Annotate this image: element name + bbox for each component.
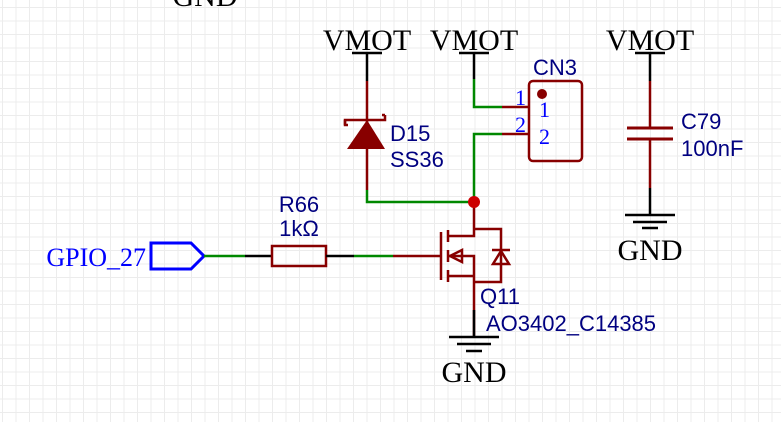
resistor-designator: R66	[279, 192, 319, 217]
resistor-value: 1kΩ	[279, 216, 319, 241]
junction-dot	[468, 196, 480, 208]
cap-value: 100nF	[681, 136, 743, 161]
connector-cn3[interactable]: CN3 1 2 1 2	[502, 55, 584, 163]
wire-vmot-to-cn3-pin1	[472, 79, 502, 109]
connector-designator: CN3	[533, 55, 577, 80]
gnd-power-cap[interactable]: GND	[618, 188, 683, 267]
connector-pin-number-1: 1	[515, 85, 526, 110]
mosfet-q11[interactable]: Q11 AO3402_C14385	[393, 202, 656, 336]
resistor-r66[interactable]: R66 1kΩ	[245, 192, 354, 268]
mosfet-body-diode-wire	[474, 227, 503, 284]
resistor-body	[270, 244, 328, 268]
diode-hook-detail	[343, 120, 348, 127]
gnd-power-mosfet[interactable]: GND	[442, 310, 507, 389]
diode-d15[interactable]: D15 SS36	[343, 81, 444, 190]
gnd-label-cap: GND	[618, 234, 683, 267]
mosfet-value: AO3402_C14385	[486, 311, 656, 336]
vmot-label-connector: VMOT	[430, 24, 518, 57]
gnd-label-mosfet: GND	[442, 356, 507, 389]
cap-designator: C79	[681, 109, 721, 134]
wire-diode-to-drain	[365, 190, 474, 204]
wire-drain-to-cn3-pin2	[472, 132, 502, 202]
gpio-27-port[interactable]: GPIO_27	[46, 241, 207, 272]
diode-triangle-icon	[347, 120, 385, 149]
connector-pin-number-2: 2	[515, 112, 526, 137]
gnd-label-top: GND	[173, 0, 238, 13]
vmot-power-connector[interactable]: VMOT	[430, 24, 518, 79]
diode-designator: D15	[390, 121, 430, 146]
vmot-power-cap[interactable]: VMOT	[606, 24, 694, 81]
connector-pin-name-1: 1	[539, 97, 550, 122]
vmot-label-diode: VMOT	[323, 24, 411, 57]
connector-pin-name-2: 2	[539, 124, 550, 149]
mosfet-arrow-icon	[447, 247, 464, 265]
mosfet-source-lead	[448, 254, 476, 336]
vmot-power-diode[interactable]: VMOT	[323, 24, 411, 81]
vmot-label-cap: VMOT	[606, 24, 694, 57]
mosfet-drain-lead	[448, 202, 476, 238]
connector-body	[527, 79, 584, 163]
diode-value: SS36	[390, 147, 444, 172]
connector-pin1-dot-icon	[537, 89, 547, 99]
capacitor-c79[interactable]: C79 100nF	[627, 81, 743, 188]
mosfet-designator: Q11	[480, 284, 520, 309]
body-diode-triangle-icon	[490, 248, 512, 266]
port-arrow-icon	[149, 241, 207, 271]
gpio-port-label: GPIO_27	[46, 243, 146, 272]
